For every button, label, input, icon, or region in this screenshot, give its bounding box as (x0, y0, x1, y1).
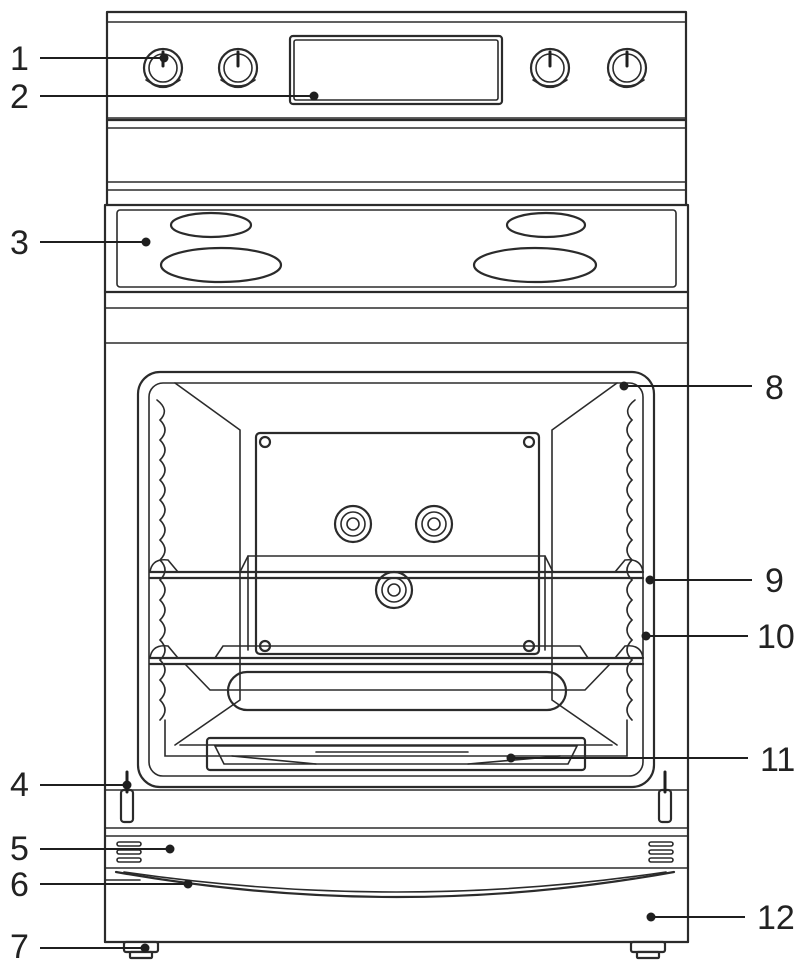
rear-cover-plate (254, 431, 541, 656)
oven-bottom-vent (226, 670, 568, 712)
callout-number-1: 1 (10, 40, 29, 78)
callout-number-8: 8 (765, 369, 784, 407)
callout-number-12: 12 (757, 899, 795, 937)
callout-4: 4 (10, 766, 132, 804)
range-body (103, 290, 690, 944)
callouts: 1 2 3 4 5 6 7 (10, 40, 795, 965)
control-knob-3 (529, 47, 571, 89)
callout-9: 9 (645, 562, 784, 600)
callout-number-11: 11 (760, 741, 795, 779)
callout-number-6: 6 (10, 866, 29, 904)
callout-5: 5 (10, 830, 175, 868)
convection-vent-right (414, 504, 454, 544)
control-panel (105, 10, 688, 207)
broil-pan (205, 736, 587, 772)
leveling-leg-right (629, 940, 667, 960)
vent-slots-right (648, 841, 674, 863)
callout-number-2: 2 (10, 78, 29, 116)
oven-door-gasket (136, 370, 656, 789)
drawer-area (104, 841, 689, 960)
callout-12: 12 (646, 899, 795, 937)
cooktop-burner-front-left (159, 246, 283, 284)
callout-8: 8 (619, 369, 784, 407)
control-knob-2 (217, 47, 259, 89)
cooktop-burner-front-right (472, 246, 598, 284)
callout-number-5: 5 (10, 830, 29, 868)
cooktop-burner-rear-right (505, 211, 587, 239)
callout-1: 1 (10, 40, 169, 78)
control-knob-4 (606, 47, 648, 89)
callout-10: 10 (641, 618, 795, 656)
oven-rack-lower (148, 644, 645, 691)
oven-rack-upper (148, 555, 645, 651)
cooktop-burner-rear-left (169, 211, 253, 239)
callout-6: 6 (10, 866, 193, 904)
display-window (288, 34, 504, 106)
cooktop (103, 203, 690, 309)
door-handle (114, 870, 676, 899)
convection-vent-left (333, 504, 373, 544)
callout-3: 3 (10, 224, 151, 262)
vent-slots-left (116, 841, 142, 863)
callout-2: 2 (10, 78, 319, 116)
callout-number-3: 3 (10, 224, 29, 262)
callout-number-10: 10 (757, 618, 795, 656)
door-hinge-right (657, 770, 673, 824)
callout-11: 11 (506, 741, 795, 779)
door-hinge-left (119, 770, 135, 824)
callout-number-7: 7 (10, 928, 29, 965)
callout-7: 7 (10, 928, 150, 965)
callout-number-4: 4 (10, 766, 29, 804)
callout-number-9: 9 (765, 562, 784, 600)
oven-cavity (119, 370, 673, 824)
